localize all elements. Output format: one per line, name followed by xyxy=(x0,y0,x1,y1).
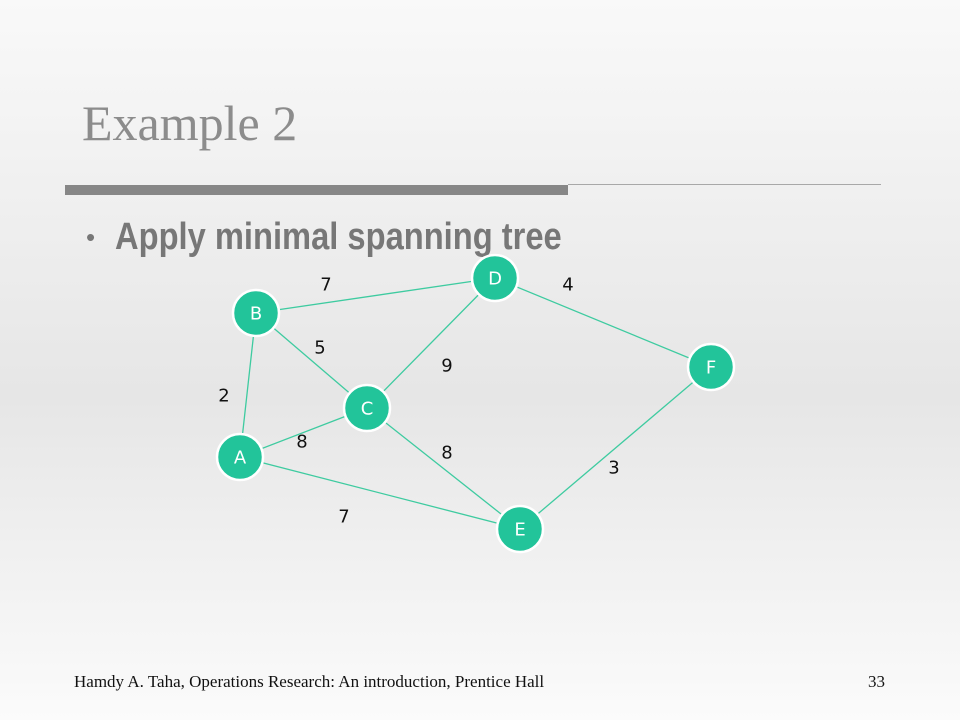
edge-f-e xyxy=(519,366,712,530)
node-e: E xyxy=(495,504,545,554)
edge-weight-a-e: 7 xyxy=(338,507,349,528)
page-number: 33 xyxy=(868,672,885,691)
edge-weight-a-c: 8 xyxy=(296,432,307,453)
node-label-c: C xyxy=(361,399,374,420)
node-circle-c xyxy=(342,383,392,433)
node-label-e: E xyxy=(514,520,525,541)
edge-layer xyxy=(239,277,712,530)
edge-weight-b-a: 2 xyxy=(218,386,229,407)
footer-source: Hamdy A. Taha, Operations Research: An i… xyxy=(74,672,545,691)
edge-c-e xyxy=(366,407,521,530)
node-c: C xyxy=(342,383,392,433)
node-label-f: F xyxy=(706,358,716,379)
edge-c-d xyxy=(366,277,496,409)
edge-weight-b-d: 7 xyxy=(320,275,331,296)
bullet-item: • Apply minimal spanning tree xyxy=(86,218,635,256)
edge-d-f xyxy=(494,277,712,368)
node-circle-a xyxy=(215,432,265,482)
edge-weight-b-c: 5 xyxy=(314,338,325,359)
node-d: D xyxy=(470,253,520,303)
title-underline-thick xyxy=(65,185,568,195)
edge-weight-c-d: 9 xyxy=(441,356,452,377)
edge-a-e xyxy=(239,456,521,530)
node-label-b: B xyxy=(250,304,262,325)
node-f: F xyxy=(686,342,736,392)
edge-weight-layer: 7 4 5 9 2 8 8 3 7 xyxy=(218,275,619,528)
node-label-a: A xyxy=(234,448,247,469)
node-b: B xyxy=(231,288,281,338)
bullet-dot-icon: • xyxy=(86,222,96,252)
edge-weight-c-e: 8 xyxy=(441,443,452,464)
node-circle-f xyxy=(686,342,736,392)
edge-b-c xyxy=(255,312,368,409)
node-circle-b xyxy=(231,288,281,338)
edge-b-d xyxy=(255,277,496,314)
node-layer: A B C D E F xyxy=(215,253,736,554)
bullet-text: Apply minimal spanning tree xyxy=(115,216,562,258)
edge-weight-d-f: 4 xyxy=(562,275,573,296)
node-label-d: D xyxy=(488,269,502,290)
node-a: A xyxy=(215,432,265,482)
edge-weight-f-e: 3 xyxy=(608,458,619,479)
slide-title: Example 2 xyxy=(82,95,298,151)
title-underline-thin xyxy=(568,184,881,185)
node-circle-d xyxy=(470,253,520,303)
node-circle-e xyxy=(495,504,545,554)
